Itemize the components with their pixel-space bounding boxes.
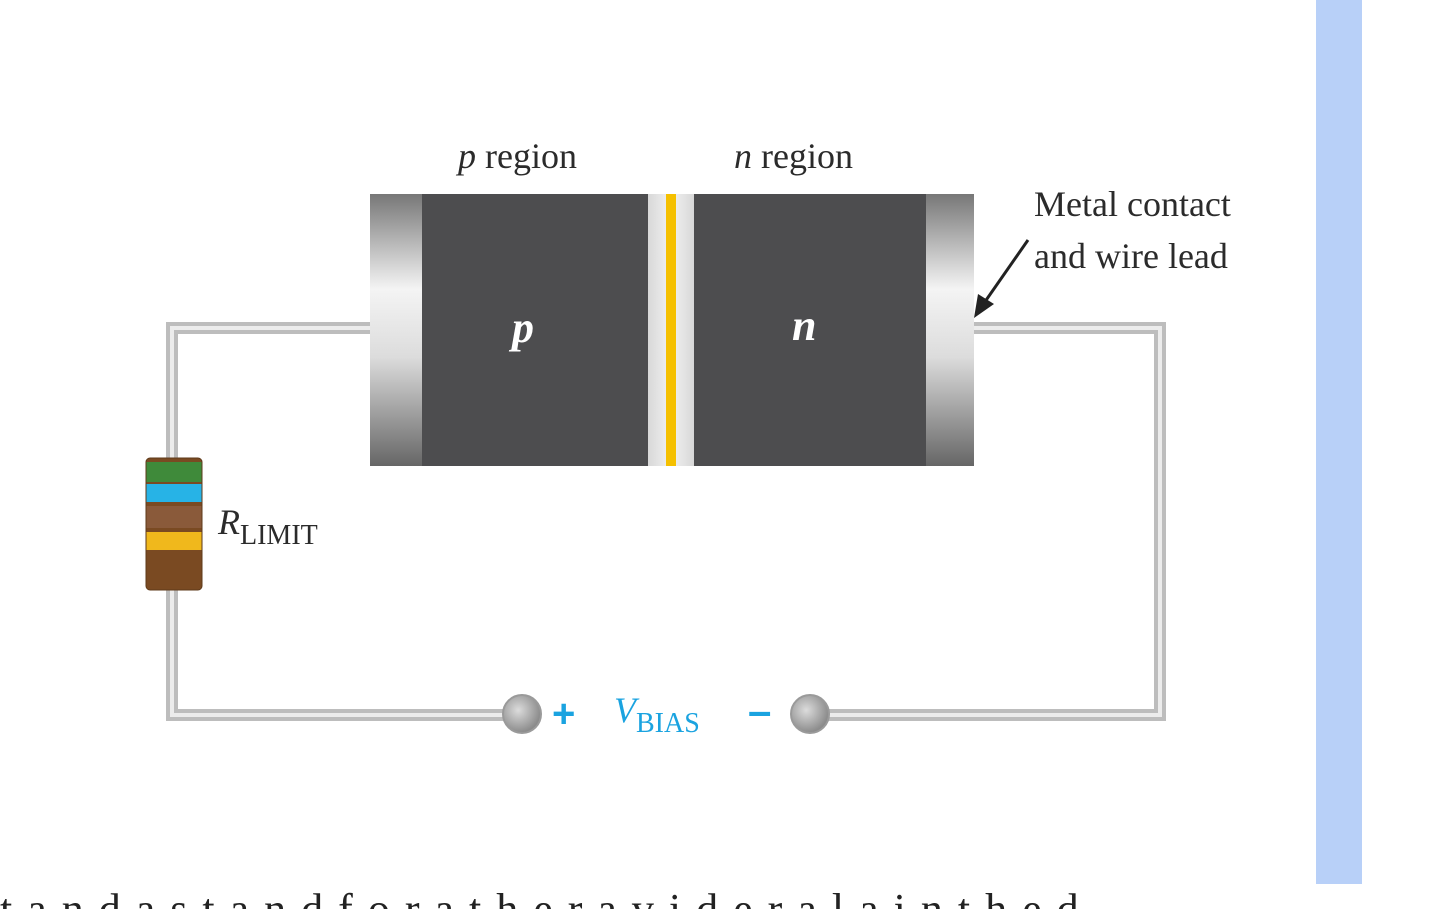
metal-contact-label-line2: and wire lead [1034,236,1228,276]
resistor-band [146,532,202,550]
p-region-prefix: p [458,136,476,176]
bottom-cutoff-text: t a n d a s t a n d f o r a t h e r a v … [0,888,1440,909]
left-metal-contact [370,194,422,466]
p-region-block [422,194,648,466]
resistor-band [146,506,202,528]
resistor-band [146,462,202,482]
resistor-band [146,484,202,502]
n-region-block [694,194,926,466]
n-region-word: region [752,136,853,176]
v-bias-main: V [614,690,636,730]
p-block-label: p [512,303,534,352]
p-region-word: region [476,136,577,176]
bottom-text: t a n d a s t a n d f o r a t h e r a v … [0,888,1440,909]
n-block-label: n [792,301,817,350]
negative-terminal [790,694,830,734]
n-region-prefix: n [734,136,752,176]
v-bias-label: VBIAS [614,690,700,738]
resistor-r-limit [145,457,203,591]
metal-contact-label-line1: Metal contact [1034,184,1231,224]
r-limit-label: RLIMIT [218,502,318,550]
plus-sign: + [552,692,576,736]
right-metal-contact [926,194,974,466]
n-region-label: n region [734,138,853,174]
right-side-bar [1316,0,1362,884]
v-bias-subscript: BIAS [636,708,700,739]
r-limit-main: R [218,502,240,542]
r-limit-subscript: LIMIT [240,520,318,551]
positive-terminal [502,694,542,734]
minus-sign: – [748,687,772,734]
pointer-arrow [974,239,1030,318]
junction-line [666,194,676,466]
p-region-label: p region [458,138,577,174]
